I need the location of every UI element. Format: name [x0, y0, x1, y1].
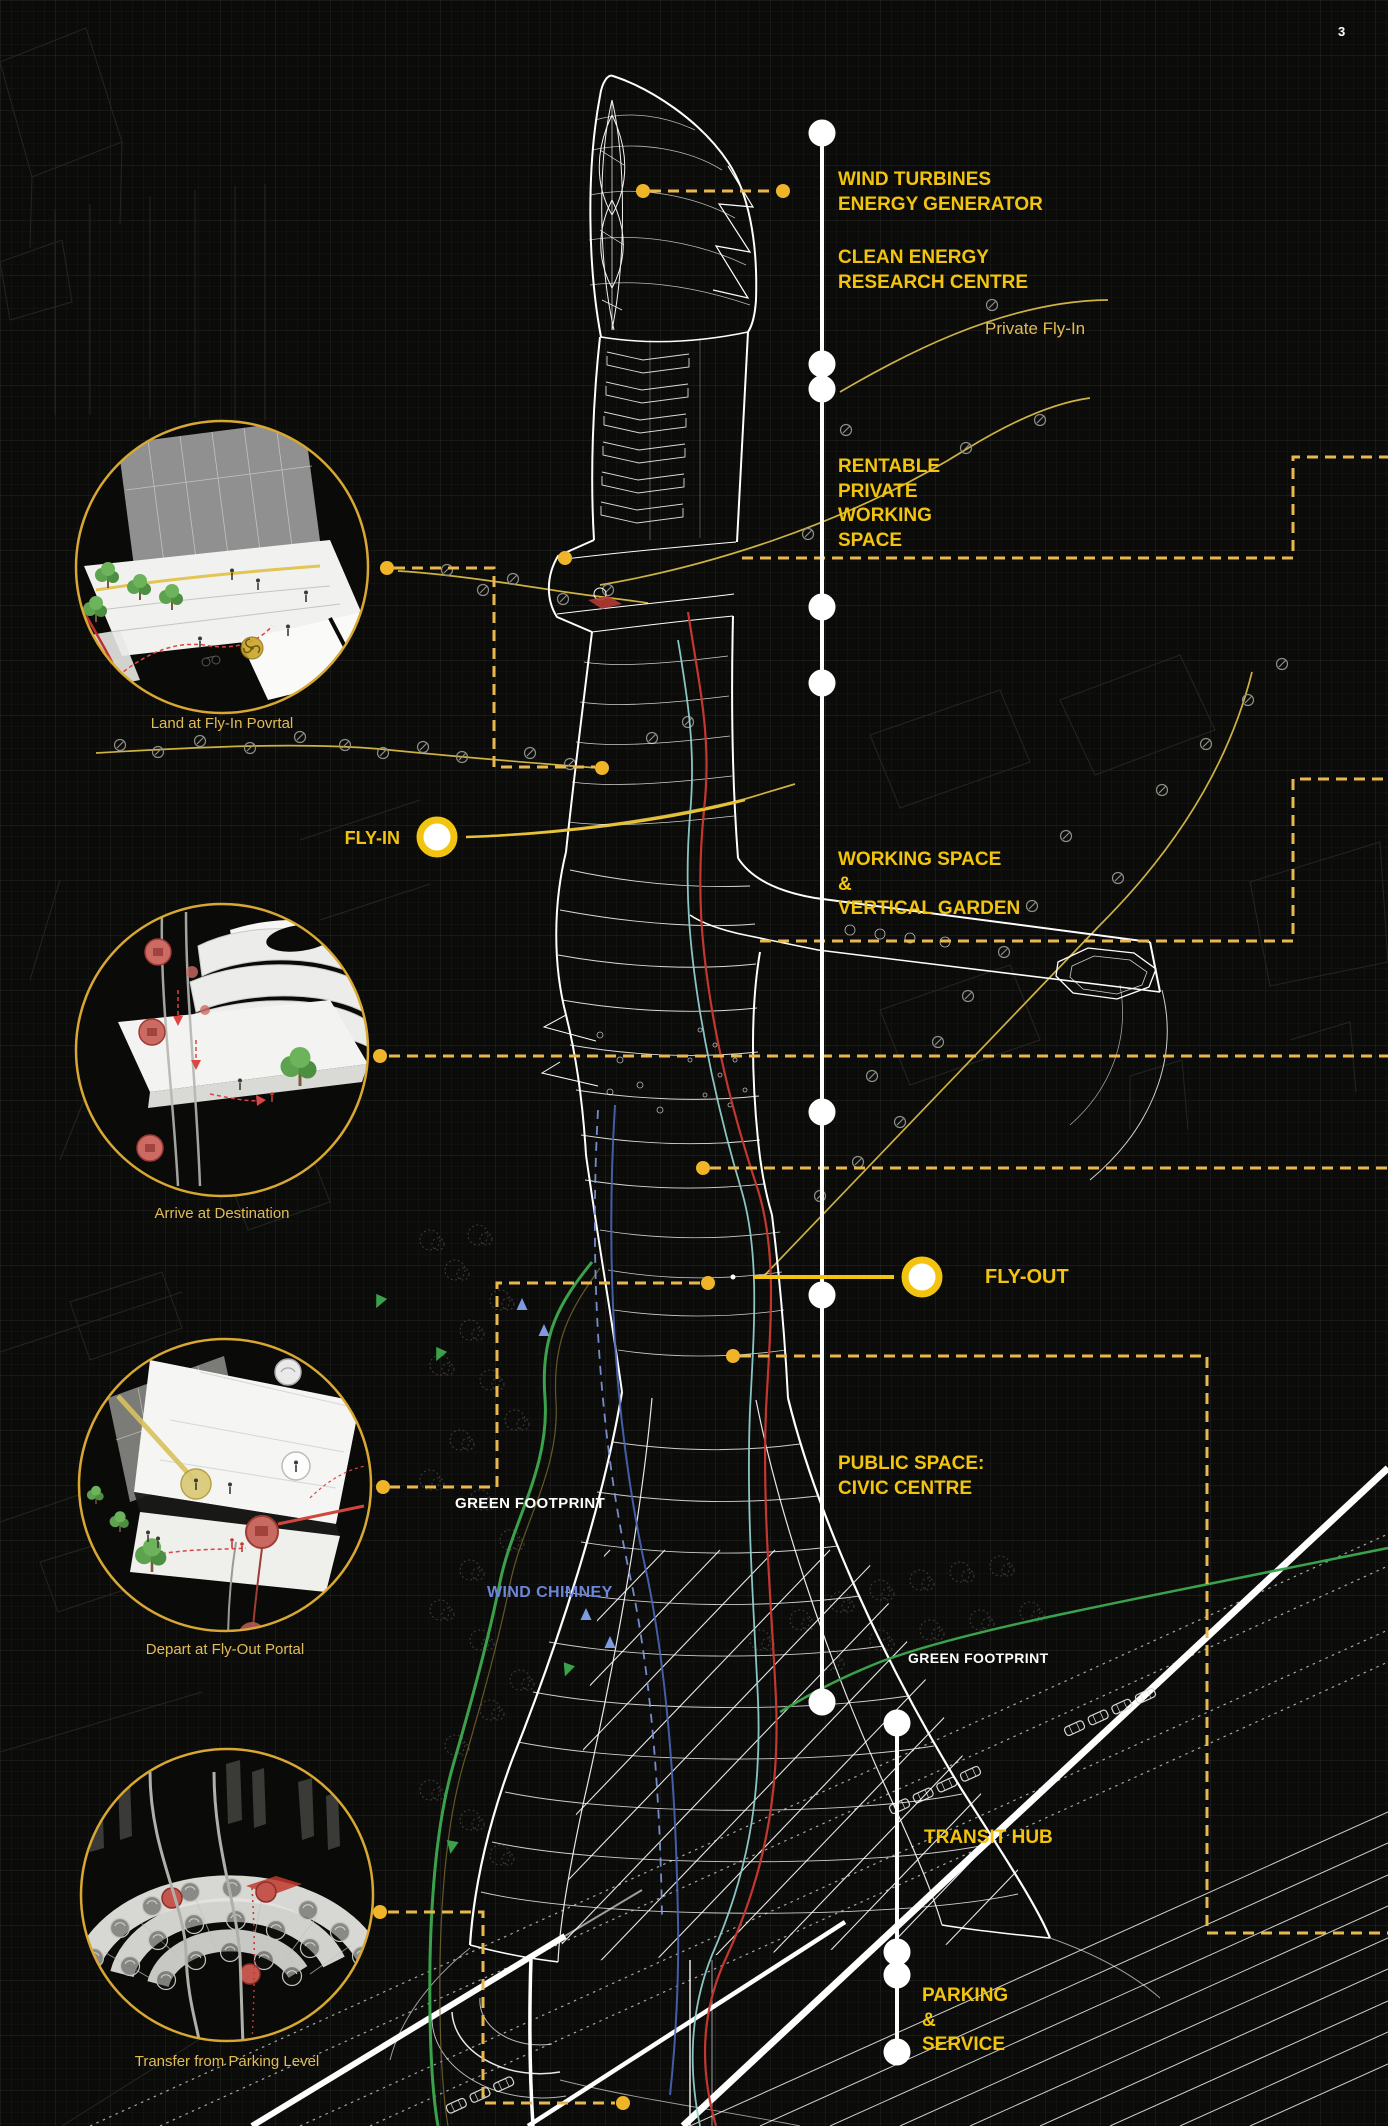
page-number: 3: [1338, 24, 1346, 39]
label-wind-turbines: WIND TURBINES ENERGY GENERATOR: [838, 169, 1043, 215]
inset-caption-transfer: Transfer from Parking Level: [134, 2053, 320, 2070]
label-public-space: PUBLIC SPACE: CIVIC CENTRE: [838, 1453, 985, 1499]
label-fly-in: FLY-IN: [344, 828, 400, 848]
label-private-fly-in: Private Fly-In: [985, 319, 1086, 338]
label-transit-hub: TRANSIT HUB: [924, 1827, 1053, 1848]
ground-roads: [89, 1465, 1388, 2126]
label-green-footprint-right: GREEN FOOTPRINT: [908, 1650, 1049, 1666]
green-footprint-path-left: [428, 1261, 594, 2126]
visitor-route-cyan: [677, 639, 760, 2126]
inset-land-fly-in: [74, 419, 370, 715]
visitor-route-red: [686, 611, 778, 2126]
inset-caption-depart: Depart at Fly-Out Portal: [145, 1641, 305, 1658]
main-road: [680, 1465, 1388, 2126]
wind-chimney-path: [610, 1104, 680, 2096]
rail-tracks: [89, 1533, 1388, 2126]
fan-icon: [240, 636, 264, 660]
label-fly-out: FLY-OUT: [985, 1266, 1069, 1288]
green-footprint-path-right: [779, 1546, 1388, 1714]
label-rentable-space: RENTABLE PRIVATE WORKING SPACE: [838, 456, 941, 552]
inset-depart-fly-out: [77, 1337, 373, 1633]
inset-caption-arrive: Arrive at Destination: [154, 1205, 290, 1222]
fly-markers: [416, 798, 943, 1298]
inset-caption-land: Land at Fly-In Povrtal: [150, 715, 294, 732]
gondola-pods: [136, 938, 210, 1162]
fly-out-ring: [901, 1256, 943, 1298]
label-clean-energy: CLEAN ENERGY RESEARCH CENTRE: [838, 247, 1029, 293]
inset-arrive-destination: [74, 902, 370, 1198]
label-green-footprint-left: GREEN FOOTPRINT: [455, 1495, 606, 1512]
transit-platform-lines: [689, 1811, 1388, 2126]
connector-dots: [373, 184, 790, 2110]
label-wind-chimney: WIND CHIMNEY: [487, 1584, 613, 1601]
fly-in-ring: [416, 816, 458, 858]
wind-turbine-blades: [598, 99, 626, 331]
label-working-space: WORKING SPACE & VERTICAL GARDEN: [838, 849, 1021, 920]
label-parking-service: PARKING & SERVICE: [922, 1985, 1009, 2056]
program-timeline: [808, 119, 911, 2066]
inset-transfer-parking: [79, 1747, 375, 2043]
